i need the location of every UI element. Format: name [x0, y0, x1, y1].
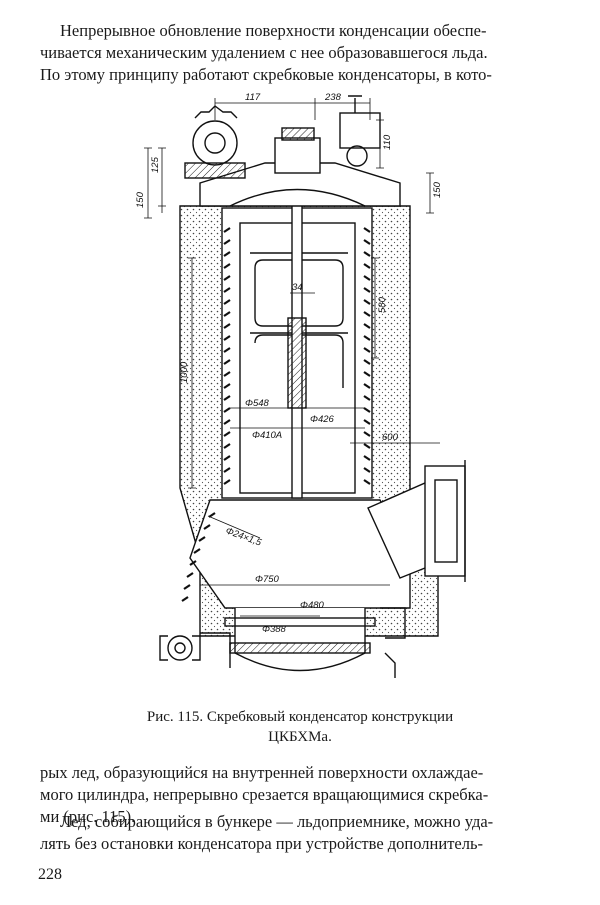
- dim-150-right: 150: [432, 181, 443, 198]
- text-line: По этому принципу работают скребковые ко…: [40, 65, 492, 84]
- paragraph-top: Непрерывное обновление поверхности конде…: [40, 20, 560, 86]
- dim-480: Φ480: [300, 600, 325, 611]
- paragraph-mid: рых лед, образующийся на внутренней пове…: [40, 762, 560, 828]
- dim-410: Φ410A: [252, 430, 282, 441]
- caption-line-1: Рис. 115. Скребковый конденсатор констру…: [146, 709, 454, 725]
- page-number: 228: [38, 866, 62, 883]
- text-line: ми (рис. 115).: [40, 807, 136, 826]
- dim-750: Φ750: [255, 574, 280, 585]
- dim-388: Φ388: [262, 624, 287, 635]
- dim-117: 117: [245, 92, 261, 103]
- text-line: Лед, собирающийся в бункере — льдоприемн…: [60, 812, 494, 831]
- condenser-drawing: 117 238 125 150 110 150 34 580 1000 Φ548…: [135, 92, 466, 678]
- dim-1000: 1000: [179, 361, 190, 383]
- dim-600: 600: [382, 432, 399, 443]
- dim-426: Φ426: [310, 414, 335, 425]
- dim-150-left: 150: [135, 191, 146, 208]
- dim-34: 34: [292, 282, 303, 293]
- dim-548: Φ548: [245, 398, 270, 409]
- caption-line-2: ЦКБХМа.: [268, 729, 332, 745]
- text-line: мого цилиндра, непрерывно срезается вращ…: [40, 785, 489, 804]
- text-line: чивается механическим удалением с нее об…: [40, 43, 488, 62]
- text-line: лять без остановки конденсатора при устр…: [40, 834, 483, 853]
- dim-238: 238: [324, 92, 342, 103]
- dim-580: 580: [377, 296, 388, 313]
- text-line: рых лед, образующийся на внутренней пове…: [40, 763, 484, 782]
- paragraph-bottom: Лед, собирающийся в бункере — льдоприемн…: [40, 811, 560, 855]
- figure-caption: Рис. 115. Скребковый конденсатор констру…: [0, 707, 600, 747]
- dim-110: 110: [382, 134, 393, 150]
- dim-125: 125: [150, 156, 161, 173]
- text-line: Непрерывное обновление поверхности конде…: [60, 21, 487, 40]
